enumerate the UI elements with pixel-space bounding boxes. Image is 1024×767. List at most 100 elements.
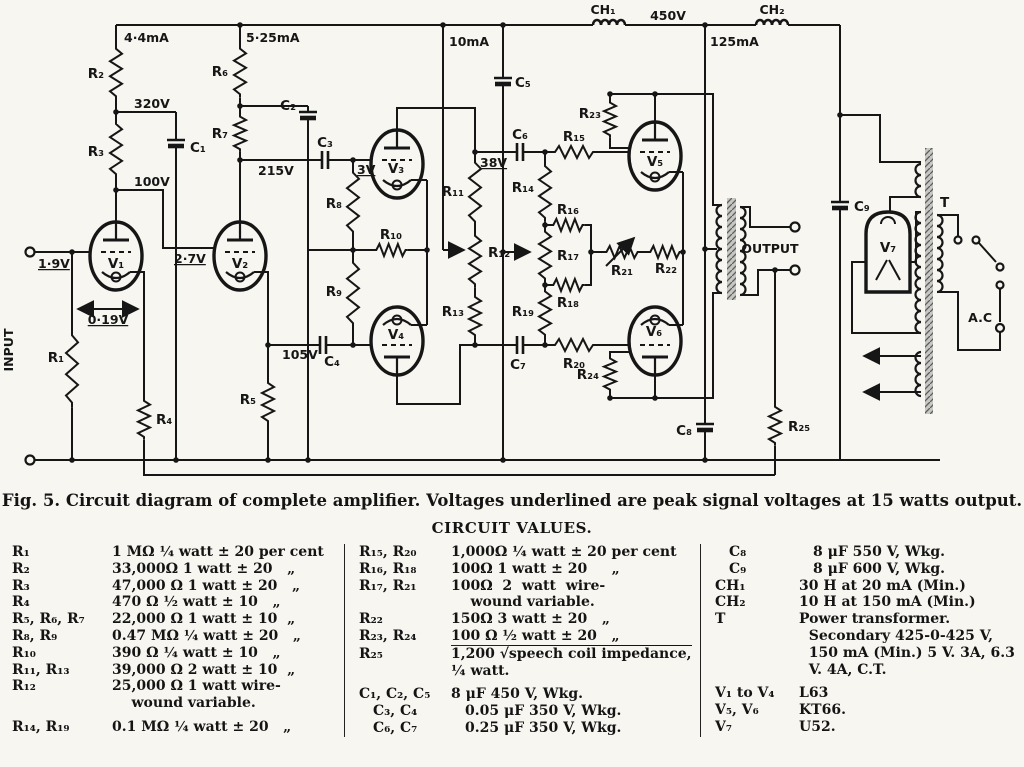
label-215v: 215V [258, 163, 294, 178]
component-value: 8 μF 550 V, Wkg. [813, 544, 946, 560]
component-value: 0.05 μF 350 V, Wkg. [465, 703, 622, 720]
label-v7: V₇ [880, 240, 896, 256]
label-0-19v: 0·19V [88, 312, 129, 327]
component-label: C₈ [729, 544, 747, 560]
value-row: C₁, C₂, C₅ 8 μF 450 V, Wkg. [359, 686, 700, 703]
label-r22: R₂₂ [655, 261, 677, 277]
component-value: 22,000 Ω 1 watt ± 10 „ [112, 611, 296, 628]
component-label: C₁, C₂, C₅ [359, 686, 431, 703]
resistor-r1 [64, 328, 80, 410]
component-label: C₃, C₄ [373, 703, 418, 720]
label-ch2: CH₂ [759, 2, 784, 17]
label-r15: R₁₅ [563, 129, 585, 145]
switch-contact [971, 235, 981, 245]
label-105v: 105V [282, 347, 318, 362]
capacitor-c1 [167, 140, 185, 146]
r21-variable-arrow [605, 236, 636, 267]
ac-switch-contact [995, 280, 1005, 290]
label-r7: R₇ [212, 126, 228, 142]
wires [34, 24, 1001, 476]
table-title: CIRCUIT VALUES. [431, 519, 593, 537]
r25-sqrt-argument: speech coil impedance, [508, 644, 692, 662]
capacitor-c8 [696, 424, 714, 430]
label-v4: V₄ [388, 327, 404, 343]
capacitor-c4 [318, 334, 328, 356]
component-label: CH₂ [715, 594, 746, 611]
resistor-r19 [537, 286, 553, 340]
component-value: 30 H at 20 mA (Min.) [799, 577, 966, 594]
component-label: V₅, V₆ [715, 702, 759, 719]
ac-switch-contact [995, 262, 1005, 272]
circuit-diagram: R₁ R₂ R₃ R₄ R₅ R₆ R₇ R₈ R₉ R₁₀ R₁₁ R₁₂ R… [1, 2, 1006, 476]
value-row: C₃, C₄ 0.05 μF 350 V, Wkg. [359, 703, 700, 720]
mains-primary-winding [935, 213, 944, 294]
figure-caption: Fig. 5. Circuit diagram of complete ampl… [1, 491, 1023, 510]
component-value: KT66. [799, 702, 846, 719]
resistor-r13 [468, 293, 482, 339]
power-transformer [914, 148, 944, 414]
r25-prefix: 1,200 √ [451, 645, 509, 662]
resistor-r9 [345, 256, 361, 330]
label-5-25ma: 5·25mA [246, 30, 300, 45]
label-r14: R₁₄ [512, 180, 534, 196]
output-transformer [715, 198, 747, 300]
component-label: R₁ [12, 544, 30, 560]
component-value: 8 μF 450 V, Wkg. [451, 686, 584, 703]
component-value: 8 μF 600 V, Wkg. [813, 560, 946, 577]
label-2-7v: 2·7V [174, 251, 206, 266]
label-ac: A.C [968, 310, 992, 325]
resistor-r8 [345, 166, 361, 238]
tube-v7 [864, 210, 912, 294]
component-label: C₉ [729, 560, 747, 577]
rectifier-heater-winding [914, 162, 923, 199]
label-v1: V₁ [108, 256, 124, 272]
label-v2: V₂ [232, 256, 248, 272]
output-terminal-top [789, 221, 801, 233]
label-r21: R₂₁ [611, 263, 633, 279]
label-4-4ma: 4·4mA [124, 30, 169, 45]
label-r19: R₁₉ [512, 304, 534, 320]
label-t: T [940, 195, 950, 211]
label-3v: 3V [357, 162, 376, 177]
component-label: R₂₂ [359, 611, 383, 628]
resistor-r3 [108, 118, 124, 180]
label-10ma: 10mA [449, 34, 489, 49]
label-c2: C₂ [280, 98, 296, 114]
component-label: CH₁ [715, 577, 746, 594]
label-input: INPUT [1, 328, 16, 371]
label-r16: R₁₆ [557, 202, 579, 218]
resistor-r12 [467, 230, 483, 290]
label-v3: V₃ [388, 161, 404, 177]
capacitor-c2 [299, 112, 317, 118]
label-c6: C₆ [512, 127, 528, 143]
component-label: R₄ [12, 594, 30, 611]
resistor-r21 [603, 245, 642, 259]
label-r25: R₂₅ [788, 419, 810, 435]
component-label: R₂₅ [359, 645, 383, 662]
opt-primary-winding [715, 203, 724, 295]
label-c7: C₇ [510, 357, 526, 373]
capacitor-c7 [515, 334, 525, 356]
label-c3: C₃ [317, 135, 333, 151]
junctions [69, 22, 843, 463]
resistor-r24 [603, 355, 617, 394]
resistor-r22 [647, 245, 683, 259]
label-r6: R₆ [212, 64, 228, 80]
resistor-r5 [261, 379, 275, 425]
input-terminal-bottom [24, 454, 36, 466]
label-c1: C₁ [190, 140, 206, 156]
component-label: R₁₇, R₂₁ [359, 577, 417, 594]
label-r2: R₂ [88, 66, 104, 82]
label-r9: R₉ [326, 284, 342, 300]
label-100v: 100V [134, 174, 170, 189]
label-320v: 320V [134, 96, 170, 111]
value-row-r25: R₂₅ 1,200 √speech coil impedance,¼ watt. [359, 644, 700, 680]
